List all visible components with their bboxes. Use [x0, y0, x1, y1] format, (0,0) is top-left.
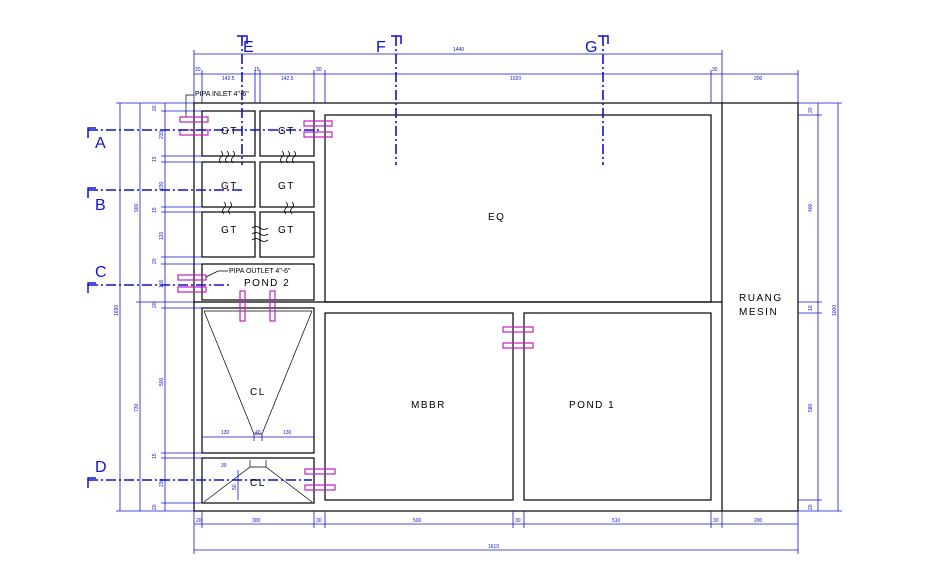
dim-left-9: 20	[152, 302, 158, 308]
dim-bottom-overall: 1610	[488, 544, 499, 550]
room-labels: GT GT GT GT GT GT EQ POND 2 CL CL MBBR P…	[221, 126, 783, 489]
room-label-gt-6: GT	[278, 225, 295, 236]
section-label-f: F	[376, 39, 386, 56]
dim-bottom-1: 20	[196, 518, 202, 524]
dim-left-6: 120	[159, 231, 165, 240]
section-lines	[87, 35, 609, 488]
dim-left-10: 500	[159, 377, 165, 386]
cl-upper-hopper	[203, 310, 313, 435]
dim-bottom-7: 30	[713, 518, 719, 524]
section-label-d: D	[95, 459, 107, 476]
dim-left-8: 100	[159, 279, 165, 288]
mbbr-box	[324, 312, 514, 501]
section-label-c: C	[95, 264, 107, 281]
dim-bottom-8: 200	[754, 518, 763, 524]
dim-bottom-4: 500	[413, 518, 422, 524]
cl-lower-hopper	[203, 466, 313, 503]
dim-cl-c: 130	[283, 430, 292, 436]
dim-cl-d: 30	[221, 463, 227, 469]
dim-top-4: 142.5	[281, 76, 294, 82]
dim-left-1: 20	[152, 105, 158, 111]
room-label-gt-3: GT	[221, 181, 238, 192]
dim-right-2: 400	[808, 203, 814, 212]
note-pipa-outlet: PIPA OUTLET 4"-6"	[229, 268, 291, 275]
dimensions-bottom: 20 300 30 500 30 510 30 200 1610	[193, 511, 799, 554]
section-label-a: A	[95, 135, 106, 152]
room-label-mbbr: MBBR	[411, 400, 446, 411]
dimensions-top: 1440 20 142.5 15 142.5 30 1020 30 200	[193, 47, 799, 103]
dim-left-7: 20	[152, 258, 158, 264]
dim-right-4: 580	[808, 403, 814, 412]
room-label-pond1: POND 1	[569, 400, 615, 411]
room-label-gt-1: GT	[221, 126, 238, 137]
dim-top-5: 30	[316, 67, 322, 73]
dim-right-1: 20	[808, 107, 814, 113]
dim-left-4: 230	[159, 181, 165, 190]
plan-walls	[193, 102, 799, 512]
eq-box	[324, 114, 712, 303]
pipe-notes: PIPA INLET 4"-6" PIPA OUTLET 4"-6"	[185, 91, 291, 278]
dim-left-11: 15	[152, 453, 158, 459]
dim-top-6: 1020	[510, 76, 521, 82]
dim-cl-e: 50	[232, 484, 238, 490]
dim-bottom-5: 30	[515, 518, 521, 524]
room-label-gt-2: GT	[278, 126, 295, 137]
gt-box-3	[201, 161, 256, 208]
cl-upper-box	[201, 307, 315, 454]
section-label-e: E	[243, 39, 254, 56]
gt-box-1	[201, 110, 256, 157]
dim-top-1: 20	[195, 67, 201, 73]
dim-left-overall: 1690	[114, 305, 120, 316]
outer-wall	[193, 102, 799, 512]
dimensions-left: 20 230 15 230 15 120 20 100 20 500 15 23…	[114, 102, 202, 512]
dimensions-right: 20 400 10 580 20 1000	[798, 102, 842, 512]
dim-top-7: 30	[712, 67, 718, 73]
dim-right-3: 10	[808, 305, 814, 311]
dim-cl-a: 130	[221, 430, 230, 436]
room-label-gt-4: GT	[278, 181, 295, 192]
gt-box-6	[259, 211, 315, 258]
room-label-eq: EQ	[488, 212, 505, 223]
dim-right-overall: 1000	[832, 305, 838, 316]
pipes	[177, 116, 534, 491]
dim-top-2: 142.5	[222, 76, 235, 82]
dim-bottom-3: 30	[316, 518, 322, 524]
dimensions-cl: 130 40 130 30 50	[202, 430, 314, 500]
dim-left-inner-lower: 730	[134, 403, 140, 412]
dim-top-3: 15	[254, 67, 260, 73]
dim-left-12: 230	[159, 478, 165, 487]
section-label-g: G	[585, 39, 597, 56]
pond1-box	[523, 312, 712, 501]
flow-symbols	[219, 150, 296, 242]
dim-left-2: 230	[159, 130, 165, 139]
dim-left-5: 15	[152, 207, 158, 213]
dim-left-inner-upper: 900	[134, 203, 140, 212]
dim-top-overall: 1440	[453, 47, 464, 53]
dim-left-3: 15	[152, 156, 158, 162]
dim-cl-b: 40	[255, 430, 261, 436]
dim-bottom-2: 300	[252, 518, 261, 524]
pond2-box	[201, 263, 315, 301]
room-label-mesin: MESIN	[739, 307, 778, 318]
room-label-pond2: POND 2	[244, 278, 290, 289]
dim-left-13: 20	[152, 504, 158, 510]
section-label-b: B	[95, 197, 106, 214]
dim-right-5: 20	[808, 504, 814, 510]
dim-top-8: 200	[754, 76, 763, 82]
room-label-ruang: RUANG	[739, 293, 783, 304]
gt-box-2	[259, 110, 315, 157]
room-label-cl-upper: CL	[250, 387, 266, 398]
room-label-gt-5: GT	[221, 225, 238, 236]
room-label-cl-lower: CL	[250, 478, 266, 489]
note-pipa-inlet: PIPA INLET 4"-6"	[195, 91, 249, 98]
dim-bottom-6: 510	[612, 518, 621, 524]
